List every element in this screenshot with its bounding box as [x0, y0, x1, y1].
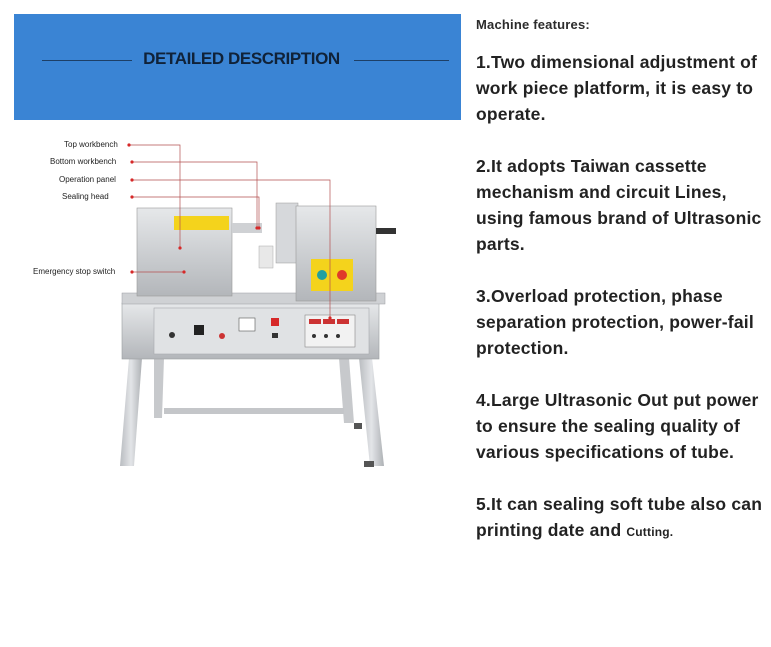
label-top-workbench: Top workbench — [64, 140, 118, 149]
feature-item-1: 1.Two dimensional adjustment of work pie… — [476, 52, 758, 124]
feature-item-5-text: 5.It can sealing soft tube also can prin… — [476, 494, 763, 540]
feature-item-4: 4.Large Ultrasonic Out put power to ensu… — [476, 390, 759, 462]
features-heading: Machine features: — [476, 17, 590, 32]
rear-right-leg — [339, 358, 354, 423]
machine-features: Machine features: 1.Two dimensional adju… — [476, 14, 766, 545]
banner-divider-right — [354, 60, 449, 61]
feature-item-3: 3.Overload protection, phase separation … — [476, 286, 754, 358]
label-operation-panel: Operation panel — [59, 175, 116, 184]
banner-title: DETAILED DESCRIPTION — [143, 49, 340, 68]
feature-item-2: 2.It adopts Taiwan cassette mechanism an… — [476, 156, 762, 254]
banner-divider-left — [42, 60, 132, 61]
description-banner: DETAILED DESCRIPTION — [14, 14, 461, 120]
sealing-head — [275, 202, 299, 264]
machine-illustration — [120, 143, 396, 467]
front-left-leg — [120, 358, 142, 466]
rear-left-leg — [154, 358, 164, 418]
label-bottom-workbench: Bottom workbench — [50, 157, 117, 166]
machine-diagram: Top workbench Bottom workbench Operation… — [14, 128, 461, 473]
feature-item-5: 5.It can sealing soft tube also can prin… — [476, 491, 766, 545]
label-sealing-head: Sealing head — [62, 192, 109, 201]
feature-item-5-tail: Cutting. — [626, 525, 674, 539]
front-right-leg — [359, 358, 384, 466]
label-emergency-stop: Emergency stop switch — [33, 267, 116, 276]
